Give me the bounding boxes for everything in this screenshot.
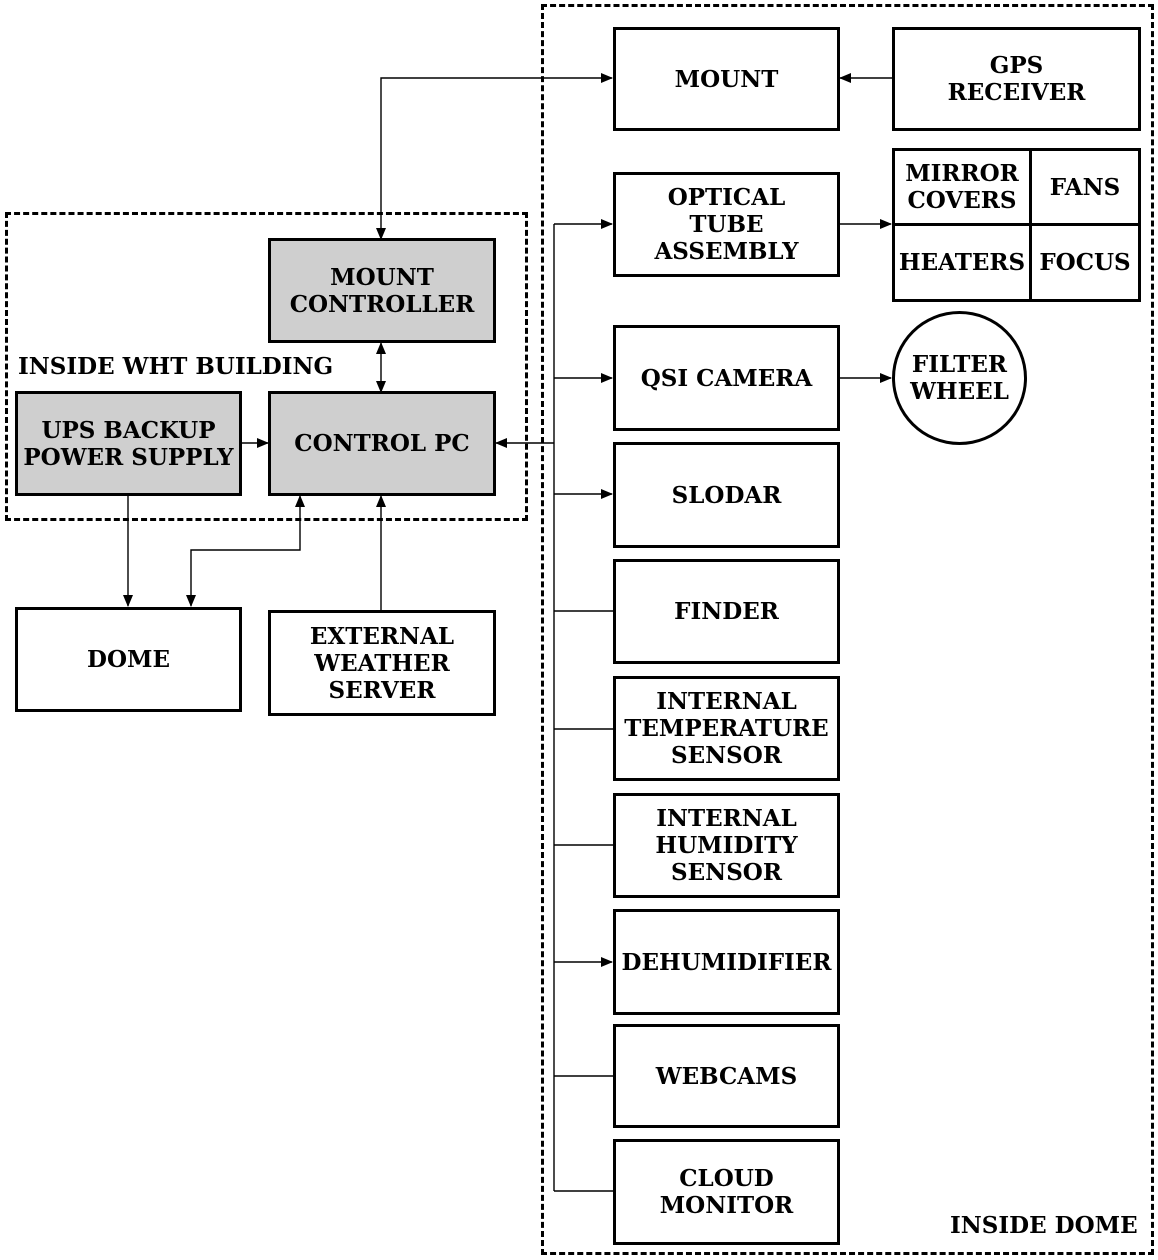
mirror-covers-box: MIRROR COVERS [892,148,1032,226]
external-weather-server-box: EXTERNAL WEATHER SERVER [268,610,496,716]
control-pc-box: CONTROL PC [268,391,496,496]
focus-box: FOCUS [1029,223,1141,302]
filter-wheel-circle: FILTER WHEEL [892,311,1027,445]
link-pc-to-dome [186,495,305,607]
mount-box: MOUNT [613,27,840,131]
dome-box: DOME [15,607,242,712]
inside-dome-label: INSIDE DOME [950,1212,1138,1239]
inside-dome-region [541,4,1154,1255]
internal-humidity-sensor-box: INTERNAL HUMIDITY SENSOR [613,793,840,898]
fans-box: FANS [1029,148,1141,226]
ups-backup-power-supply-box: UPS BACKUP POWER SUPPLY [15,391,242,496]
internal-temperature-sensor-box: INTERNAL TEMPERATURE SENSOR [613,676,840,781]
inside-wht-label: INSIDE WHT BUILDING [18,353,334,380]
cloud-monitor-box: CLOUD MONITOR [613,1139,840,1245]
heaters-box: HEATERS [892,223,1032,302]
link-mount-controller-to-mount [376,73,613,240]
gps-receiver-box: GPS RECEIVER [892,27,1141,131]
finder-box: FINDER [613,559,840,664]
mount-controller-box: MOUNT CONTROLLER [268,238,496,343]
inside-wht-region [5,212,528,521]
webcams-box: WEBCAMS [613,1024,840,1128]
qsi-camera-box: QSI CAMERA [613,325,840,431]
dehumidifier-box: DEHUMIDIFIER [613,909,840,1015]
optical-tube-assembly-box: OPTICAL TUBE ASSEMBLY [613,172,840,277]
slodar-box: SLODAR [613,442,840,548]
